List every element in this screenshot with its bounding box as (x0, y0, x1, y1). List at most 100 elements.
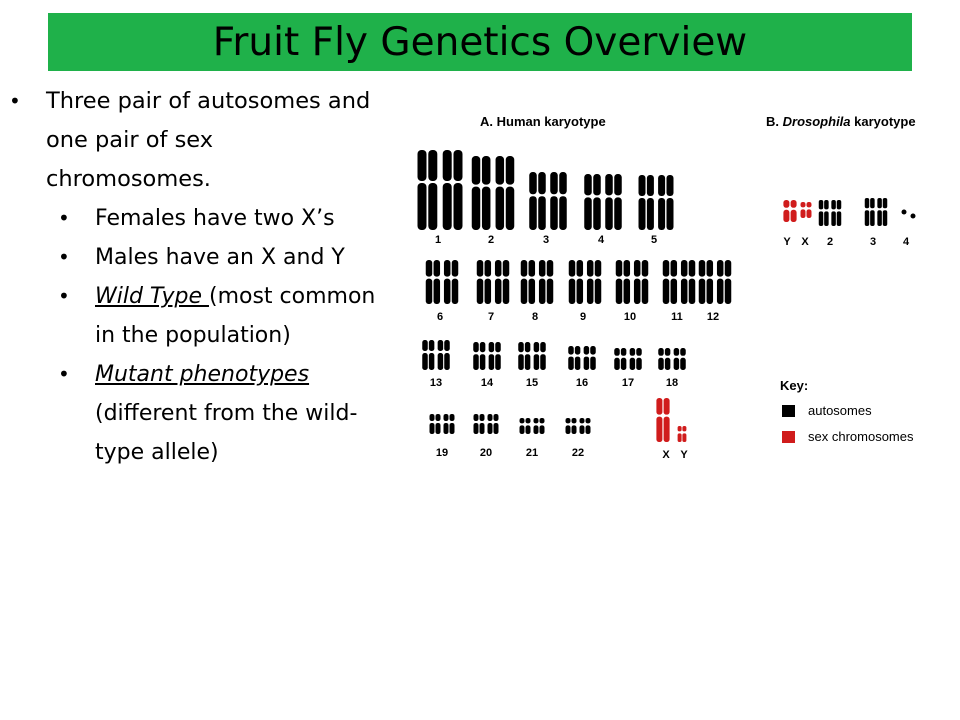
chromosome-8-b (538, 260, 554, 304)
chromosome-9-b (586, 260, 602, 304)
drosophila-karyotype-title: B. Drosophila karyotype (766, 114, 916, 129)
wild-type-desc: (most common in the population) (95, 284, 376, 348)
chromosome-9-a (568, 260, 584, 304)
label-droso-2: 2 (827, 236, 833, 248)
chromosome-14-a (473, 342, 486, 370)
label-droso-X: X (801, 236, 809, 248)
droso-chromosome-Y (783, 200, 797, 222)
droso-chromosome-2-b (831, 200, 842, 226)
chromosome-10-a (615, 260, 631, 304)
chromosome-15-a (518, 342, 531, 370)
droso-chromosome-2-a (818, 200, 829, 226)
mutant-desc: (different from the wild-type allele) (95, 401, 358, 465)
wild-type-term: Wild Type (95, 284, 209, 309)
autosome-swatch (782, 405, 795, 417)
chromosome-16-b (583, 346, 596, 370)
chromosome-7-b (494, 260, 510, 304)
title-bar: Fruit Fly Genetics Overview (48, 13, 912, 71)
label-chrom-8: 8 (532, 311, 538, 323)
chromosome-8-a (520, 260, 536, 304)
label-chrom-21: 21 (526, 447, 538, 459)
bullet-males: Males have an X and Y (58, 238, 395, 277)
label-droso-3: 3 (870, 236, 876, 248)
label-chrom-18: 18 (666, 377, 678, 389)
label-droso-Y: Y (783, 236, 791, 248)
chromosome-5-a (638, 175, 654, 230)
label-chrom-20: 20 (480, 447, 492, 459)
label-chrom-12: 12 (707, 311, 719, 323)
chromosome-12-b (716, 260, 732, 304)
droso-chromosome-X (800, 202, 812, 218)
droso-chromosome-4-a (901, 209, 907, 215)
label-chrom-6: 6 (437, 311, 443, 323)
bullet-main: Three pair of autosomes and one pair of … (9, 82, 376, 199)
label-chrom-11: 11 (671, 311, 683, 323)
label-chrom-4: 4 (598, 234, 605, 246)
chromosome-17-a (614, 348, 627, 370)
chromosome-19-a (429, 414, 441, 434)
human-karyotype-title: A. Human karyotype (480, 114, 606, 129)
chromosome-11-a (662, 260, 678, 304)
chromosome-15-b (533, 342, 546, 370)
key-title: Key: (780, 378, 809, 393)
label-droso-4: 4 (903, 236, 910, 248)
sex-chromosome-swatch (782, 431, 795, 443)
key-autosomes-label: autosomes (808, 403, 872, 418)
label-chrom-7: 7 (488, 311, 494, 323)
droso-title-suffix: karyotype (850, 114, 916, 129)
label-chrom-17: 17 (622, 377, 634, 389)
chromosome-4-a (584, 174, 601, 230)
bullet-mutant: Mutant phenotypes (different from the wi… (58, 355, 395, 472)
chromosome-1-a (417, 150, 438, 230)
chromosome-5-b (658, 175, 674, 230)
bullet-females: Females have two X’s (58, 199, 395, 238)
chromosome-2-b (495, 156, 515, 230)
chromosome-22-b (579, 418, 591, 434)
mutant-term: Mutant phenotypes (95, 362, 310, 387)
label-chrom-2: 2 (488, 234, 494, 246)
label-chrom-1: 1 (435, 234, 441, 246)
chromosome-7-a (476, 260, 492, 304)
droso-chromosome-3-a (864, 198, 875, 226)
label-chrom-3: 3 (543, 234, 549, 246)
chromosome-3-b (550, 172, 567, 230)
key-sex-label: sex chromosomes (808, 429, 914, 444)
chromosome-12-a (698, 260, 714, 304)
droso-chromosome-4-b (910, 213, 916, 219)
chromosome-4-b (605, 174, 622, 230)
chromosome-20-b (487, 414, 499, 434)
chromosome-6-b (443, 260, 459, 304)
bullet-list: Three pair of autosomes and one pair of … (0, 82, 400, 472)
label-chrom-10: 10 (624, 311, 636, 323)
droso-chromosome-3-b (877, 198, 888, 226)
chromosome-6-a (425, 260, 441, 304)
chromosome-2-a (471, 156, 491, 230)
chromosome-10-b (633, 260, 649, 304)
chromosome-3-a (529, 172, 546, 230)
label-chrom-X: X (662, 449, 670, 461)
chromosome-22-a (565, 418, 577, 434)
chromosome-21-a (519, 418, 531, 434)
label-chrom-14: 14 (481, 377, 494, 389)
chromosome-17-b (629, 348, 642, 370)
chromosome-21-b (533, 418, 545, 434)
chromosome-11-b (680, 260, 696, 304)
chromosome-13-b (437, 340, 450, 370)
label-chrom-15: 15 (526, 377, 538, 389)
label-chrom-9: 9 (580, 311, 586, 323)
chromosome-16-a (568, 346, 581, 370)
slide-title: Fruit Fly Genetics Overview (212, 19, 748, 65)
label-chrom-5: 5 (651, 234, 657, 246)
droso-title-prefix: B. (766, 114, 783, 129)
chromosome-19-b (443, 414, 455, 434)
bullet-wild-type: Wild Type (most common in the population… (58, 277, 395, 355)
label-chrom-19: 19 (436, 447, 448, 459)
label-chrom-13: 13 (430, 377, 442, 389)
chromosome-X (656, 398, 670, 442)
label-chrom-16: 16 (576, 377, 588, 389)
chromosome-Y (677, 426, 687, 442)
chromosome-1-b (442, 150, 463, 230)
chromosome-20-a (473, 414, 485, 434)
chromosome-18-a (658, 348, 671, 370)
